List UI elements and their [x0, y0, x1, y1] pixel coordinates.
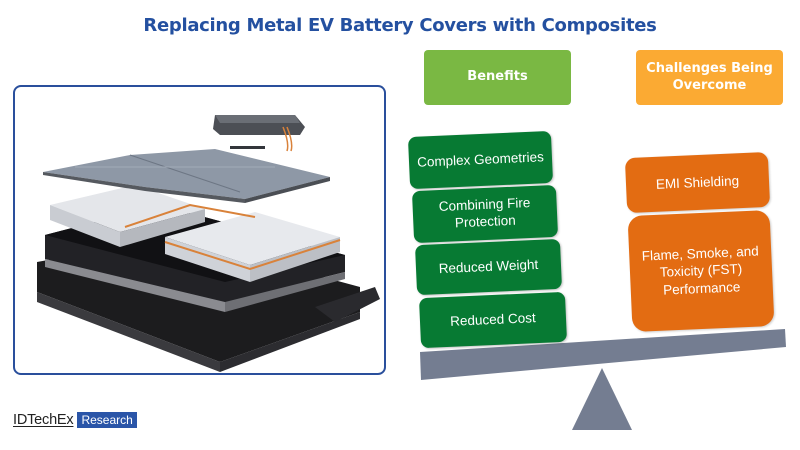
- cell-module-right: [165, 212, 340, 265]
- challenges-header: Challenges Being Overcome: [636, 50, 783, 105]
- cell-module-left: [50, 185, 205, 232]
- logo-brand-text: IDTechEx: [13, 412, 74, 428]
- benefits-header: Benefits: [424, 50, 571, 105]
- benefit-item: Complex Geometries: [407, 130, 554, 190]
- benefit-item: Reduced Weight: [414, 238, 563, 296]
- benefit-item: Combining Fire Protection: [411, 184, 559, 244]
- battery-pack-illustration-icon: [37, 115, 380, 372]
- challenge-item: Flame, Smoke, and Toxicity (FST) Perform…: [627, 209, 775, 333]
- battery-image-panel: [13, 85, 386, 375]
- circuit-board: [230, 146, 265, 149]
- seesaw-beam: [420, 329, 786, 380]
- idtechex-logo: IDTechEx Research: [13, 412, 137, 428]
- benefit-item: Reduced Cost: [418, 291, 568, 349]
- seesaw-fulcrum: [572, 368, 632, 430]
- challenge-item: EMI Shielding: [624, 151, 771, 214]
- logo-research-badge: Research: [77, 412, 137, 428]
- page-title: Replacing Metal EV Battery Covers with C…: [143, 15, 657, 36]
